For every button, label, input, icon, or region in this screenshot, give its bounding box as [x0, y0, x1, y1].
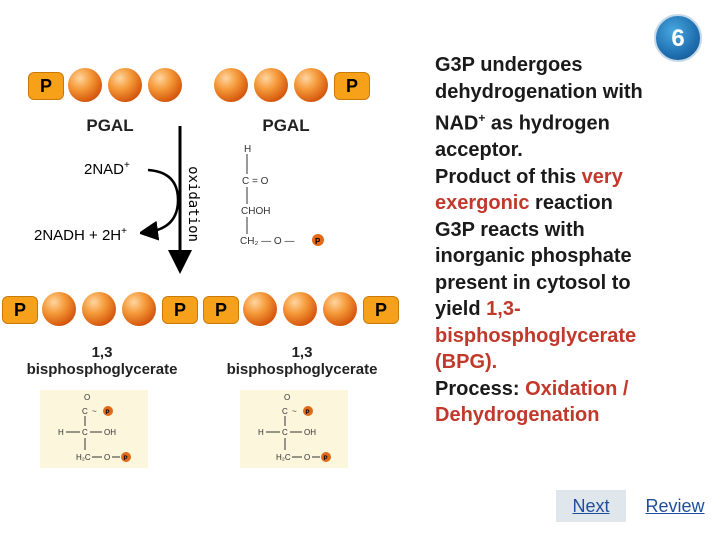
phosphate-cap: P	[334, 72, 370, 100]
svg-text:C = O: C = O	[242, 176, 269, 187]
svg-text:O: O	[304, 453, 310, 462]
carbon-ball	[294, 68, 328, 102]
carbon-ball	[254, 68, 288, 102]
bpg-structure-left: O C ~ P H C OH H₂C O P	[40, 390, 148, 468]
cofactor-in-label: 2NAD+	[84, 160, 130, 178]
svg-text:H: H	[58, 428, 64, 437]
svg-text:~: ~	[92, 407, 97, 416]
cofactor-curve-arrow	[140, 168, 180, 241]
carbon-ball	[42, 292, 76, 326]
svg-text:O: O	[104, 453, 110, 462]
phosphate-cap: P	[162, 296, 198, 324]
cofactor-out-label: 2NADH + 2H+	[34, 226, 127, 244]
review-button[interactable]: Review	[638, 490, 712, 522]
svg-text:C: C	[282, 407, 288, 416]
svg-text:P: P	[106, 410, 110, 416]
pgal-chain-right: P	[214, 68, 376, 104]
phosphate-cap: P	[28, 72, 64, 100]
carbon-ball	[283, 292, 317, 326]
bpg-chain-right: P P	[203, 292, 399, 328]
svg-text:P: P	[324, 456, 328, 462]
carbon-ball	[82, 292, 116, 326]
bpg-structure-right: O C ~ P H C OH H₂C O P	[240, 390, 348, 468]
phosphate-cap: P	[2, 296, 38, 324]
carbon-ball	[68, 68, 102, 102]
carbon-ball	[323, 292, 357, 326]
carbon-ball	[243, 292, 277, 326]
svg-text:C: C	[82, 407, 88, 416]
bpg-label-left: 1,3 bisphosphoglycerate	[26, 344, 178, 378]
svg-text:~: ~	[292, 407, 297, 416]
pgal-label-left: PGAL	[86, 116, 134, 135]
svg-text:P: P	[124, 456, 128, 462]
svg-text:O: O	[84, 393, 90, 402]
svg-text:OH: OH	[104, 428, 116, 437]
explanation-text: G3P undergoes dehydrogenation with NAD+ …	[435, 54, 643, 427]
svg-text:H₂C: H₂C	[76, 453, 91, 462]
carbon-ball	[108, 68, 142, 102]
phosphate-cap: P	[203, 296, 239, 324]
bpg-chain-left: P P	[2, 292, 198, 328]
bpg-label-right: 1,3 bisphosphoglycerate	[226, 344, 378, 378]
oxidation-label: oxidation	[185, 166, 201, 242]
phosphate-cap: P	[363, 296, 399, 324]
g3p-structure: H C = O CHOH CH₂ — O — P	[240, 144, 324, 247]
svg-text:OH: OH	[304, 428, 316, 437]
pgal-chain-left: P	[28, 68, 190, 104]
svg-text:CHOH: CHOH	[241, 206, 270, 217]
svg-text:CH₂ — O —: CH₂ — O —	[240, 236, 294, 247]
svg-text:O: O	[284, 393, 290, 402]
next-button[interactable]: Next	[556, 490, 626, 522]
svg-text:C: C	[82, 428, 88, 437]
svg-text:C: C	[282, 428, 288, 437]
svg-text:P: P	[315, 237, 321, 246]
reaction-arrows	[140, 126, 192, 274]
carbon-ball	[214, 68, 248, 102]
carbon-ball	[122, 292, 156, 326]
svg-text:H: H	[258, 428, 264, 437]
svg-text:P: P	[306, 410, 310, 416]
step-number-badge: 6	[654, 14, 702, 62]
carbon-ball	[148, 68, 182, 102]
pgal-label-right: PGAL	[262, 116, 310, 135]
svg-text:H: H	[244, 144, 251, 155]
svg-text:H₂C: H₂C	[276, 453, 291, 462]
